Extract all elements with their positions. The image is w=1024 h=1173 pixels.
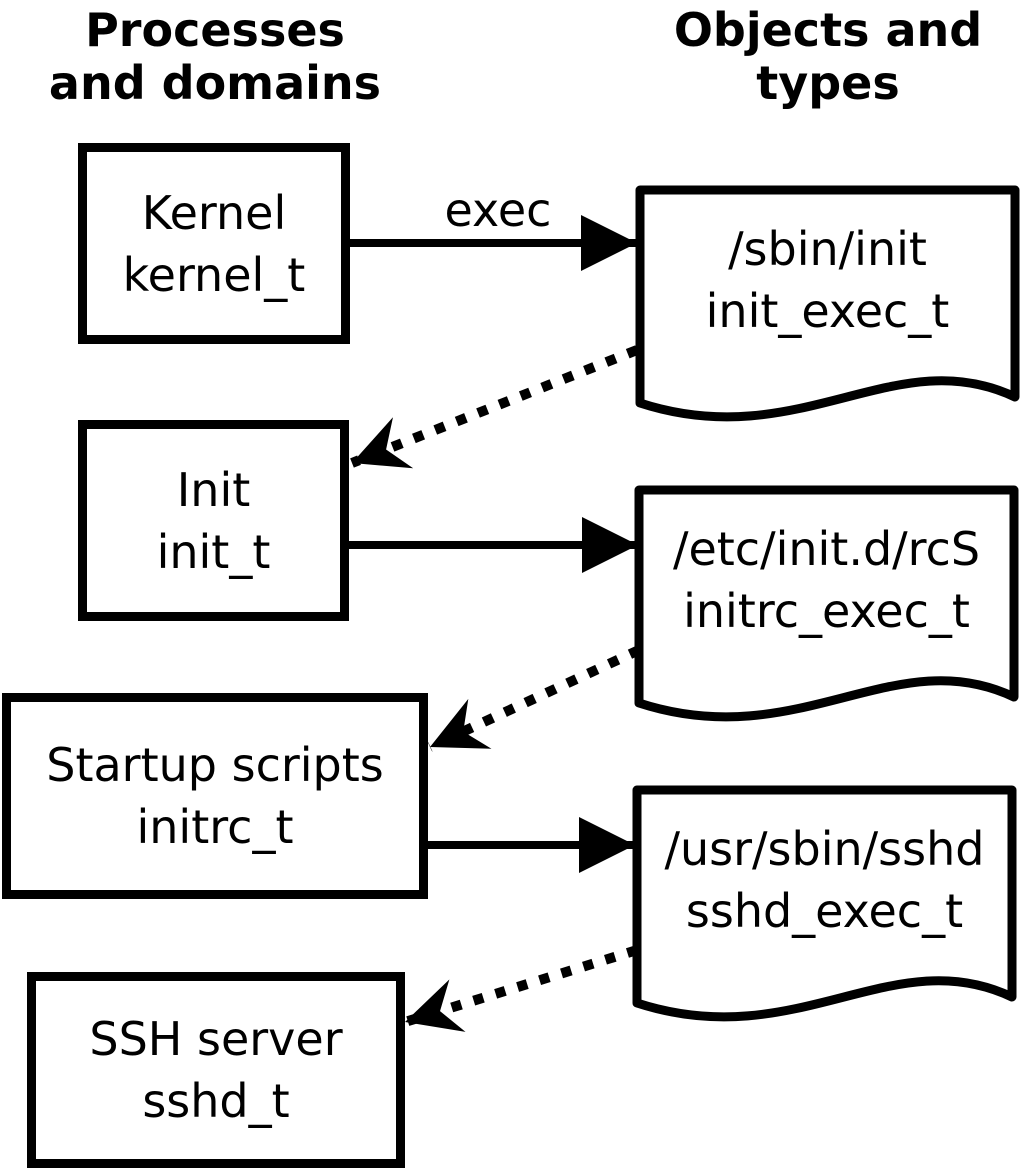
column-header-objects: Objects and types	[628, 4, 1024, 110]
transition-arrow-initexec-to-init	[350, 345, 639, 469]
object-doc-shape-init	[635, 185, 1020, 422]
process-domain-type: initrc_t	[136, 800, 294, 854]
process-name: SSH server	[89, 1012, 343, 1066]
process-domain-type: kernel_t	[122, 247, 306, 302]
transition-arrow-sshdexec-to-sshd	[403, 945, 639, 1032]
column-header-processes-line2: and domains	[48, 56, 382, 110]
transition-arrow-initrcexec-to-initrc	[427, 645, 642, 752]
object-doc-shape-sshd	[632, 785, 1017, 1022]
process-box-init: Init init_t	[78, 420, 349, 621]
column-header-objects-line2: types	[756, 56, 900, 110]
object-doc-shape-initrc	[634, 485, 1019, 722]
process-box-kernel: Kernel kernel_t	[78, 143, 350, 344]
process-domain-type: init_t	[156, 524, 271, 579]
process-name: Startup scripts	[46, 738, 384, 792]
exec-arrow-label: exec	[444, 183, 552, 237]
process-box-startup-scripts: Startup scripts initrc_t	[2, 693, 428, 899]
column-header-objects-line1: Objects and	[673, 3, 983, 57]
process-domain-type: sshd_t	[142, 1074, 290, 1128]
column-header-processes-line1: Processes	[85, 3, 345, 57]
process-name: Init	[176, 462, 251, 517]
process-name: Kernel	[141, 185, 287, 240]
process-box-ssh-server: SSH server sshd_t	[27, 972, 405, 1168]
column-header-processes: Processes and domains	[15, 4, 415, 110]
